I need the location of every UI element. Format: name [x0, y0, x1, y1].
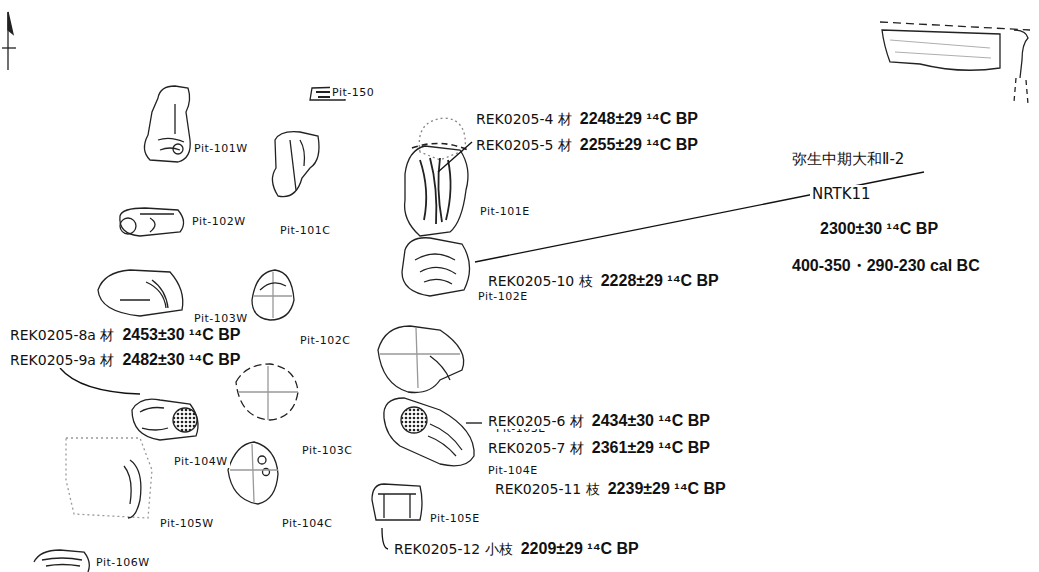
- sample-id: REK0205-12 小枝: [392, 541, 515, 557]
- date-label-row: REK0205-10 枝2228±29 ¹⁴C BP: [486, 272, 721, 291]
- pit-label: Pit-103W: [192, 312, 250, 325]
- pottery-annotation: 弥生中期大和Ⅱ-2: [790, 150, 906, 168]
- date-label-row: 2300±30 ¹⁴C BP: [818, 220, 940, 238]
- pit-label-row: Pit-102W: [190, 215, 248, 228]
- pit-label-row: Pit-101C: [278, 224, 332, 237]
- radiocarbon-date: 2239±29 ¹⁴C BP: [606, 480, 728, 497]
- pit-label: Pit-106W: [94, 556, 152, 569]
- date-label-row: NRTK11: [810, 185, 873, 203]
- pit-label: Pit-104C: [280, 517, 334, 530]
- sample-id: REK0205-8a 材: [8, 327, 116, 343]
- pit-label: Pit-101W: [192, 142, 250, 155]
- date-label-row: REK0205-5 材2255±29 ¹⁴C BP: [474, 136, 700, 155]
- date-label-row: 弥生中期大和Ⅱ-2: [790, 150, 906, 169]
- date-label-row: REK0205-4 材2248±29 ¹⁴C BP: [474, 110, 700, 129]
- radiocarbon-date: 2482±30 ¹⁴C BP: [120, 351, 242, 368]
- pit-label: Pit-105E: [428, 512, 482, 525]
- sample-id: REK0205-5 材: [474, 137, 574, 153]
- pit-label: Pit-150: [330, 86, 376, 99]
- date-label-row: 400-350・290-230 cal BC: [790, 256, 982, 277]
- pit-label: Pit-101C: [278, 224, 332, 237]
- leader-lines: [60, 142, 924, 549]
- sample-id: REK0205-6 材: [486, 413, 586, 429]
- pit-label: Pit-102C: [298, 334, 352, 347]
- pit-label-row: Pit-102C: [298, 334, 352, 347]
- sample-id: REK0205-10 枝: [486, 273, 595, 289]
- sample-id: REK0205-7 材: [486, 440, 586, 456]
- pottery-annotation: NRTK11: [810, 185, 873, 203]
- sample-id: REK0205-4 材: [474, 111, 574, 127]
- pit-label-row: Pit-104E: [486, 464, 540, 477]
- pit-label: Pit-101E: [478, 205, 532, 218]
- radiocarbon-date: 2255±29 ¹⁴C BP: [578, 136, 700, 153]
- radiocarbon-date: 2361±29 ¹⁴C BP: [590, 439, 712, 456]
- pit-label-row: Pit-150: [330, 86, 376, 99]
- date-label-row: REK0205-11 枝2239±29 ¹⁴C BP: [493, 480, 728, 499]
- radiocarbon-date: 2209±29 ¹⁴C BP: [519, 540, 641, 557]
- date-label-row: REK0205-12 小枝2209±29 ¹⁴C BP: [392, 540, 641, 559]
- pit-label: Pit-102W: [190, 215, 248, 228]
- radiocarbon-date: 2434±30 ¹⁴C BP: [590, 412, 712, 429]
- radiocarbon-date: 2228±29 ¹⁴C BP: [599, 272, 721, 289]
- date-label-row: REK0205-8a 材2453±30 ¹⁴C BP: [8, 326, 242, 345]
- pit-label-row: Pit-102E: [476, 290, 530, 303]
- pit-label-row: Pit-104C: [280, 517, 334, 530]
- pit-label-row: Pit-103C: [300, 444, 354, 457]
- pit-label-row: Pit-105W: [158, 517, 216, 530]
- pit-label: Pit-105W: [158, 517, 216, 530]
- pit-label-row: Pit-106W: [94, 556, 152, 569]
- pit-label-row: Pit-103W: [192, 312, 250, 325]
- date-label-row: REK0205-9a 材2482±30 ¹⁴C BP: [8, 351, 242, 370]
- sample-id: REK0205-9a 材: [8, 352, 116, 368]
- pit-label: Pit-104E: [486, 464, 540, 477]
- radiocarbon-date: 2248±29 ¹⁴C BP: [578, 110, 700, 127]
- pit-label-row: Pit-105E: [428, 512, 482, 525]
- pottery-sherd: [880, 22, 1030, 104]
- radiocarbon-date: 2453±30 ¹⁴C BP: [120, 326, 242, 343]
- pit-label: Pit-103C: [300, 444, 354, 457]
- pit-label-row: Pit-101W: [192, 142, 250, 155]
- north-arrow: [2, 12, 16, 70]
- date-label-row: REK0205-7 材2361±29 ¹⁴C BP: [486, 439, 712, 458]
- pit-label-row: Pit-104W: [172, 455, 230, 468]
- pit-label: Pit-102E: [476, 290, 530, 303]
- pottery-annotation: 2300±30 ¹⁴C BP: [818, 220, 940, 237]
- sample-id: REK0205-11 枝: [493, 481, 602, 497]
- pit-label: Pit-104W: [172, 455, 230, 468]
- date-label-row: REK0205-6 材2434±30 ¹⁴C BP: [486, 412, 712, 431]
- pit-label-row: Pit-101E: [478, 205, 532, 218]
- pottery-annotation: 400-350・290-230 cal BC: [790, 257, 982, 274]
